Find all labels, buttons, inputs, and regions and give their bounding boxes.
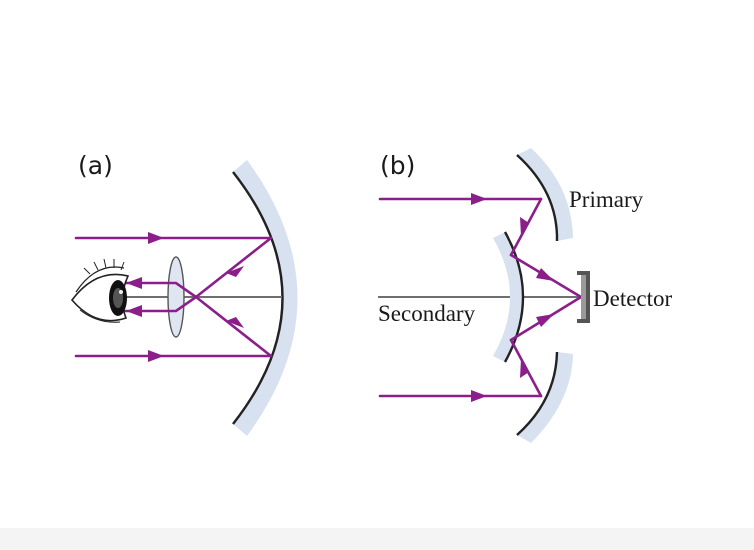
primary-mirror-upper-glass <box>517 148 573 241</box>
mirror-a-glass <box>233 160 298 436</box>
panel-a: (a) <box>70 151 298 436</box>
eye-icon <box>70 258 130 323</box>
arrow-a-6 <box>126 305 142 317</box>
secondary-mirror-glass <box>493 232 523 362</box>
arrow-a-4 <box>226 317 244 328</box>
arrow-b-4 <box>520 359 529 378</box>
arrow-a-3 <box>226 266 244 277</box>
primary-label: Primary <box>569 187 644 212</box>
bottom-band <box>0 528 754 550</box>
arrow-a-2 <box>148 350 164 362</box>
mirror-a-surface <box>232 171 284 425</box>
arrow-b-5 <box>536 268 554 281</box>
arrow-a-5 <box>126 277 142 289</box>
secondary-label: Secondary <box>378 301 476 326</box>
arrow-a-1 <box>148 232 164 244</box>
arrow-b-2 <box>471 390 487 402</box>
lens-icon <box>167 256 185 338</box>
ray-a-upper-reflect <box>194 236 273 299</box>
primary-mirror-upper <box>516 154 559 242</box>
arrow-b-3 <box>520 217 529 236</box>
arrow-b-6 <box>536 314 554 327</box>
panel-b: (b) Primary Detecto <box>378 148 673 443</box>
primary-mirror-lower <box>516 351 559 436</box>
detector-icon <box>577 271 590 323</box>
panel-a-label: (a) <box>78 151 113 180</box>
primary-mirror-lower-glass <box>517 352 573 443</box>
detector-label: Detector <box>593 286 673 311</box>
secondary-mirror <box>503 231 525 363</box>
panel-b-label: (b) <box>380 151 415 180</box>
arrow-b-1 <box>471 193 487 205</box>
ray-a-lower-reflect <box>194 295 273 358</box>
